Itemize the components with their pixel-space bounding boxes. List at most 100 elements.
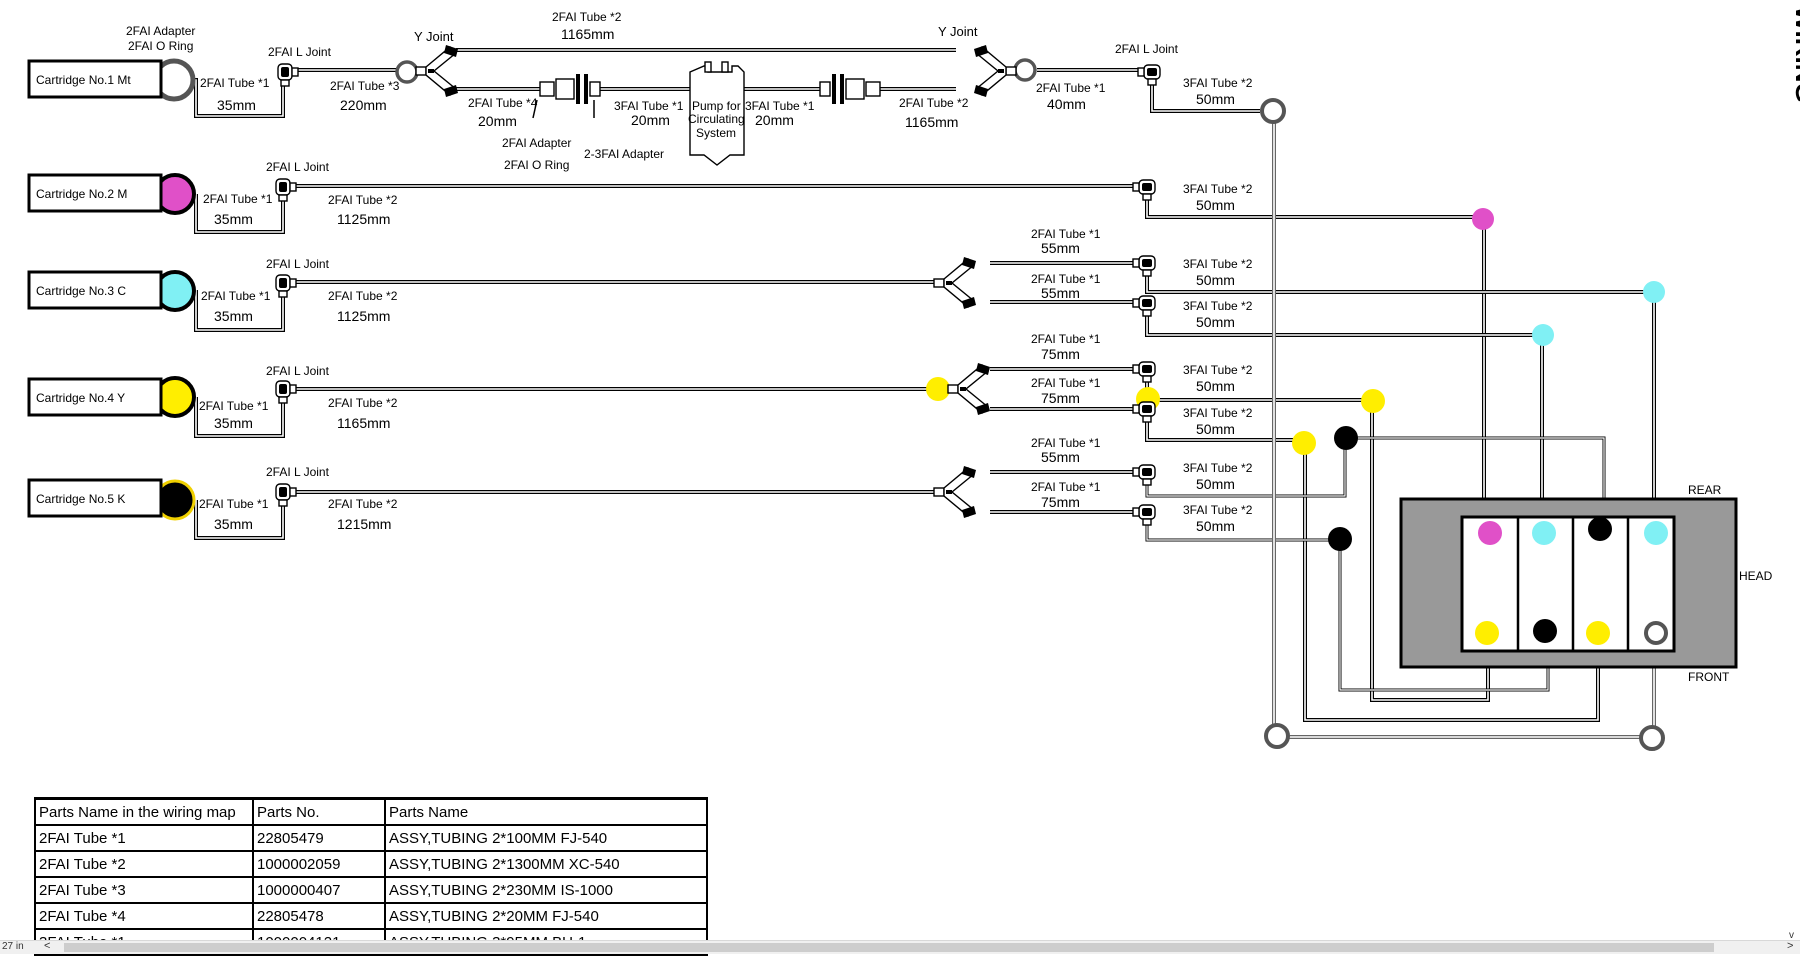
scroll-thumb[interactable]: [64, 943, 1714, 952]
k-inlet-dot-2: [1328, 527, 1352, 551]
head-k-port-1: [1588, 517, 1612, 541]
column-header: Parts Name: [384, 797, 708, 826]
label: 2FAI Tube *1: [1031, 227, 1101, 241]
2fai-adapter-left: [539, 74, 601, 104]
table-cell: ASSY,TUBING 2*1300MM XC-540: [384, 850, 708, 878]
cartridge-1-label: Cartridge No.1 Mt: [36, 73, 131, 87]
column-header: Parts No.: [252, 797, 386, 826]
label: 2FAI O Ring: [504, 158, 569, 172]
y-branch-dot: [926, 377, 950, 401]
scroll-down-arrow-icon[interactable]: v: [1789, 930, 1794, 941]
label: 2FAI Tube *1: [203, 192, 273, 206]
head-y-port-1: [1475, 621, 1499, 645]
label: 2FAI L Joint: [266, 160, 330, 174]
length: 50mm: [1196, 91, 1235, 107]
row-5-circuit: [154, 426, 1606, 692]
label: 2FAI Tube *1: [1031, 332, 1101, 346]
row-2-labels: 2FAI L Joint 2FAI Tube *1 35mm 2FAI Tube…: [203, 160, 1253, 227]
length: 20mm: [755, 112, 794, 128]
cartridge-boxes: Cartridge No.1 Mt Cartridge No.2 M Cartr…: [27, 59, 163, 518]
cartridge-4-label: Cartridge No.4 Y: [36, 391, 125, 405]
label: Circulating: [688, 112, 745, 126]
length: 50mm: [1196, 378, 1235, 394]
length: 50mm: [1196, 421, 1235, 437]
length: 55mm: [1041, 285, 1080, 301]
label: 2FAI Tube *2: [328, 289, 398, 303]
table-cell: 2FAI Tube *4: [34, 902, 254, 930]
row-5-labels: 2FAI L Joint 2FAI Tube *1 35mm 2FAI Tube…: [199, 436, 1253, 534]
label: 2FAI Tube *4: [468, 96, 538, 110]
label: 3FAI Tube *1: [614, 99, 684, 113]
cartridge-2-label: Cartridge No.2 M: [36, 187, 127, 201]
length: 35mm: [214, 415, 253, 431]
label: 3FAI Tube *2: [1183, 76, 1253, 90]
label: 2FAI Tube *2: [899, 96, 969, 110]
cartridge-5-label: Cartridge No.5 K: [36, 492, 125, 506]
label: 3FAI Tube *2: [1183, 182, 1253, 196]
column-header: Parts Name in the wiring map: [34, 797, 254, 826]
print-head: [1399, 497, 1738, 669]
length: 35mm: [214, 516, 253, 532]
length: 20mm: [478, 113, 517, 129]
label: 2FAI Tube *1: [201, 289, 271, 303]
length: 220mm: [340, 97, 387, 113]
zoom-level: 27 in: [2, 941, 24, 952]
table-cell: 22805478: [252, 902, 386, 930]
length: 40mm: [1047, 96, 1086, 112]
head-mt-port: [1644, 621, 1668, 645]
row-3-circuit: [154, 255, 1665, 534]
length: 50mm: [1196, 518, 1235, 534]
length: 75mm: [1041, 346, 1080, 362]
length: 55mm: [1041, 449, 1080, 465]
length: 50mm: [1196, 314, 1235, 330]
scroll-right-arrow-icon[interactable]: >: [1787, 940, 1794, 952]
length: 1165mm: [337, 415, 390, 431]
y-inlet-dot-2: [1292, 431, 1316, 455]
table-row: 2FAI Tube *1 22805479 ASSY,TUBING 2*100M…: [34, 824, 708, 852]
table-cell: 2FAI Tube *1: [34, 824, 254, 852]
table-cell: 2FAI Tube *3: [34, 876, 254, 904]
label: 2FAI L Joint: [1115, 42, 1179, 56]
row-2-circuit: [154, 173, 1494, 534]
length: 1125mm: [337, 308, 390, 324]
c-inlet-dot-2: [1532, 324, 1554, 346]
pump-for-circulating-system: [689, 61, 745, 166]
k-inlet-dot-1: [1334, 426, 1358, 450]
label: 2FAI L Joint: [268, 45, 332, 59]
label: 2FAI L Joint: [266, 257, 330, 271]
label: 2FAI Tube *1: [199, 399, 269, 413]
head-c-port-1: [1532, 521, 1556, 545]
table-cell: 1000002059: [252, 850, 386, 878]
head-m-port: [1478, 521, 1502, 545]
table-cell: ASSY,TUBING 2*20MM FJ-540: [384, 902, 708, 930]
length: 1165mm: [561, 26, 614, 42]
y-inlet-dot-1: [1361, 389, 1385, 413]
cartridge-3-label: Cartridge No.3 C: [36, 284, 126, 298]
2fai-adapter-right: [819, 74, 881, 104]
label: 2FAI L Joint: [266, 364, 330, 378]
label: 2FAI Tube *2: [328, 396, 398, 410]
scroll-left-arrow-icon[interactable]: <: [44, 940, 51, 952]
row-1-labels: 2FAI Adapter 2FAI O Ring 2FAI L Joint Y …: [126, 10, 1253, 172]
head-y-port-2: [1586, 621, 1610, 645]
label: 2FAI Tube *1: [199, 497, 269, 511]
length: 1165mm: [905, 114, 958, 130]
label: 2FAI Tube *2: [552, 10, 622, 24]
label: 2FAI Adapter: [502, 136, 571, 150]
label: 3FAI Tube *1: [745, 99, 815, 113]
label: 2FAI Tube *2: [328, 497, 398, 511]
length: 50mm: [1196, 197, 1235, 213]
label: 3FAI Tube *2: [1183, 299, 1253, 313]
c-inlet-dot-1: [1643, 281, 1665, 303]
label: 2FAI O Ring: [128, 39, 193, 53]
table-header-row: Parts Name in the wiring map Parts No. P…: [34, 797, 708, 826]
table-cell: 22805479: [252, 824, 386, 852]
label: 2FAI Adapter: [126, 24, 195, 38]
label: 3FAI Tube *2: [1183, 503, 1253, 517]
label: 2-3FAI Adapter: [584, 147, 664, 161]
table-cell: 1000000407: [252, 876, 386, 904]
horizontal-scrollbar[interactable]: 27 in < >: [0, 940, 1800, 954]
parts-table: Parts Name in the wiring map Parts No. P…: [34, 797, 708, 956]
label: 2FAI Tube *1: [1031, 272, 1101, 286]
